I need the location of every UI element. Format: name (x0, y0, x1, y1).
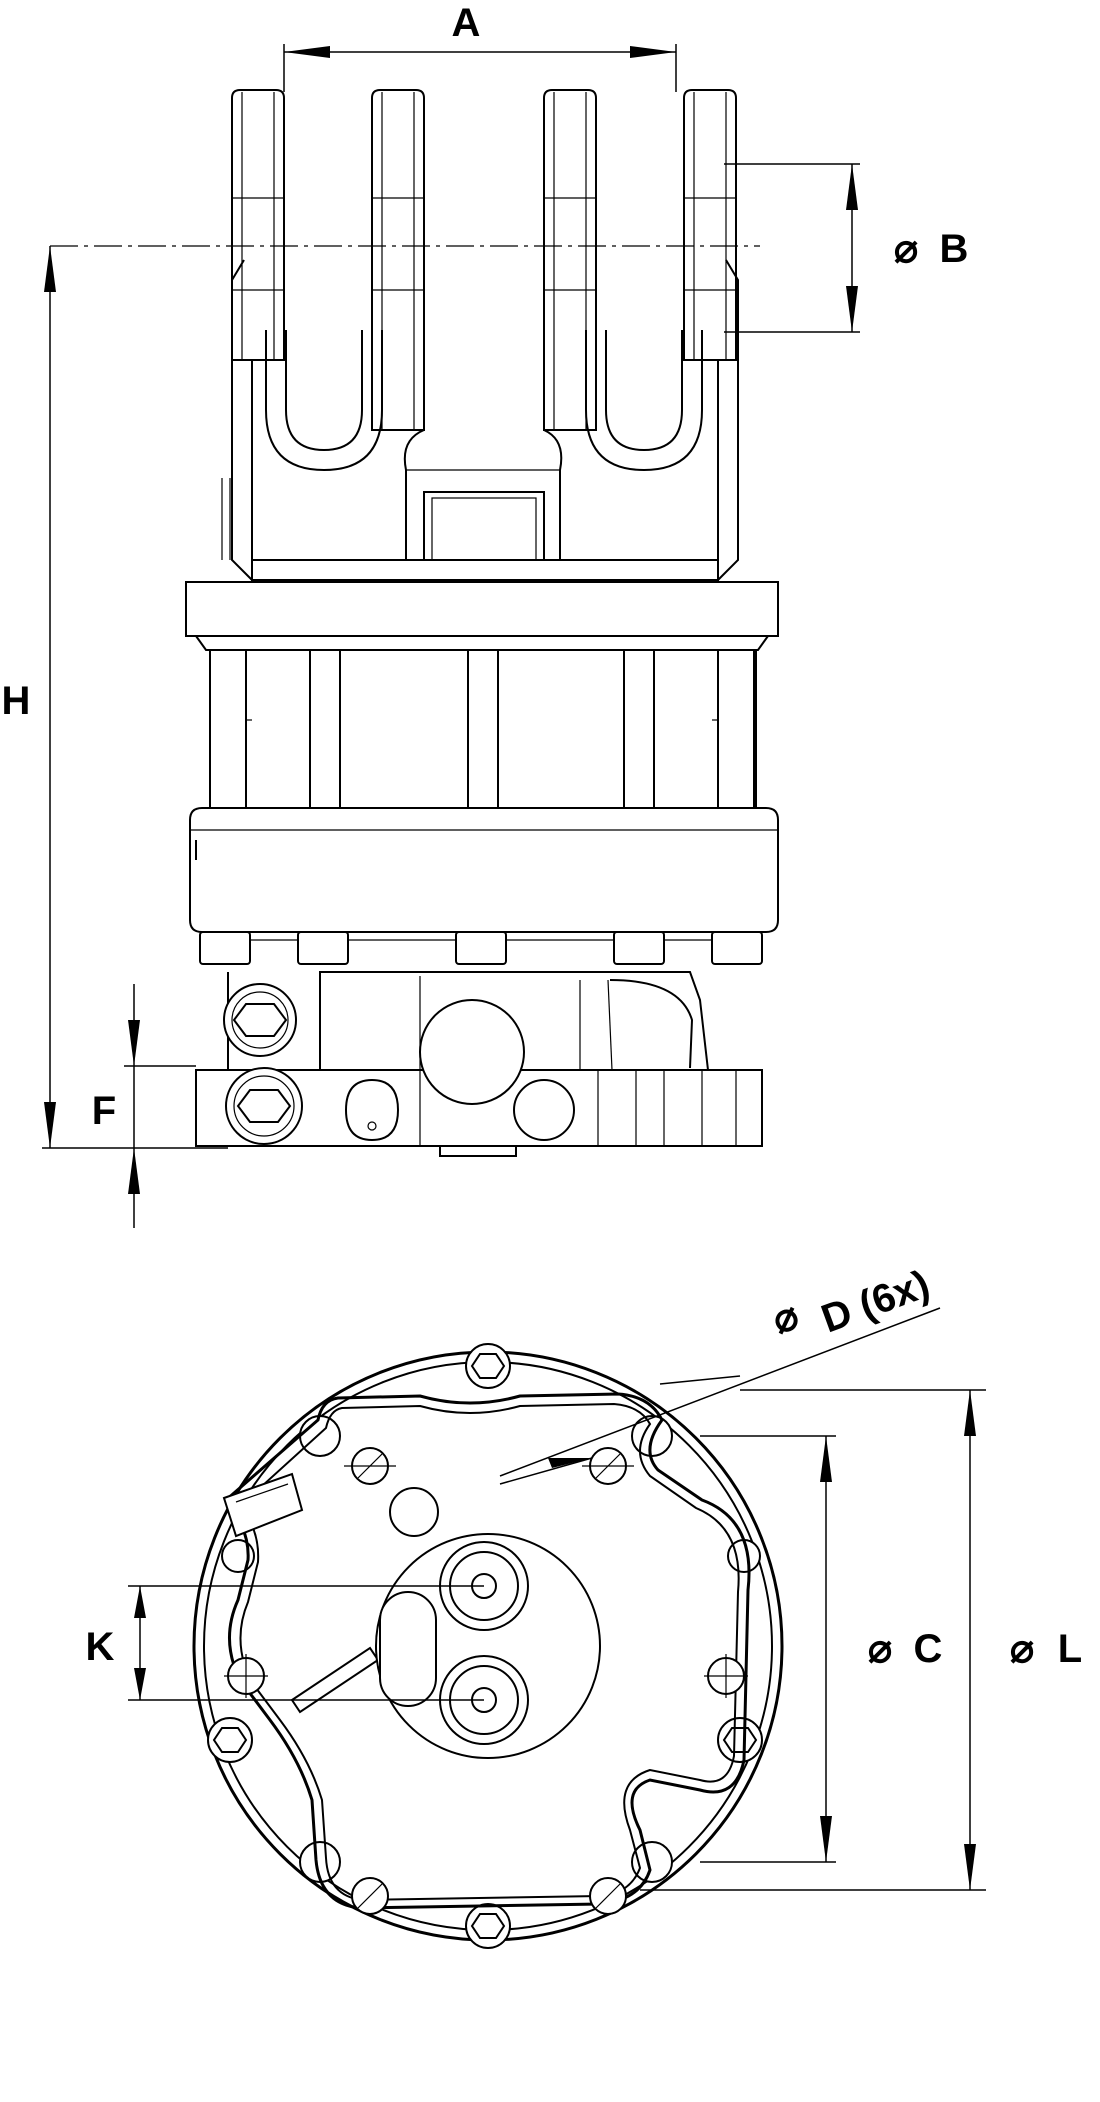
rim-bolts (207, 1343, 763, 1949)
label-k: K (86, 1625, 115, 1669)
diameter-symbol-l: ⌀ (1010, 1627, 1034, 1671)
dimension-b (724, 163, 860, 333)
label-f: F (92, 1089, 116, 1133)
label-d: D (6x) (816, 1262, 935, 1341)
dimension-k (128, 1585, 484, 1701)
dimension-c (700, 1435, 836, 1863)
label-c: C (914, 1627, 943, 1671)
cover-plate (223, 1392, 751, 1910)
dimension-l (640, 1389, 986, 1891)
diameter-symbol-c: ⌀ (868, 1627, 892, 1671)
label-h: H (2, 679, 31, 723)
upper-housing (221, 360, 719, 581)
column-section (209, 649, 757, 811)
clevis-fork (231, 89, 739, 581)
bottom-view: ⌀ D (6x) K ⌀ C ⌀ L (86, 1262, 1082, 1949)
cover-screws (224, 1447, 748, 1915)
central-hub (375, 1533, 601, 1759)
top-flange (185, 581, 779, 637)
dimension-a (283, 44, 677, 92)
dimension-h (42, 246, 228, 1149)
small-boss (389, 1487, 439, 1537)
dimension-f (124, 984, 196, 1228)
label-b: B (940, 227, 969, 271)
diameter-symbol-d: ⌀ (767, 1293, 805, 1343)
rotor-drum (189, 807, 779, 933)
dimension-d-leader (499, 1307, 941, 1485)
label-a: A (452, 1, 481, 45)
side-view: A ⌀ B H F (2, 1, 969, 1228)
diameter-symbol-b: ⌀ (894, 227, 918, 271)
label-l: L (1058, 1627, 1082, 1671)
bolt-row (199, 931, 763, 965)
motor-housing (195, 971, 763, 1157)
